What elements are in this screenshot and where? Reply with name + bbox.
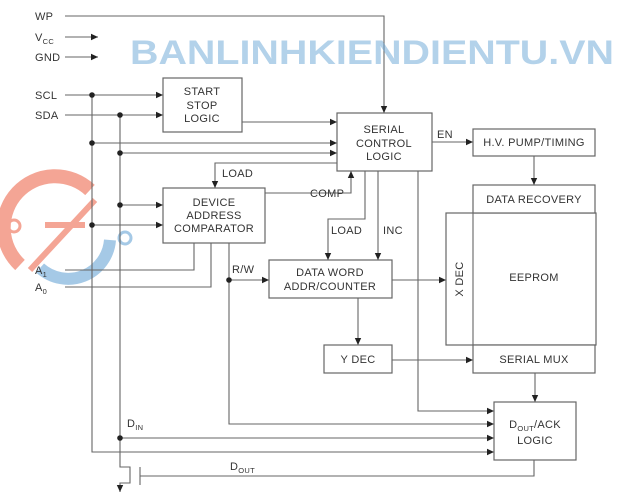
wire-serial-to-dout bbox=[417, 171, 494, 415]
wire-sda-bus bbox=[116, 115, 131, 492]
block-label: CONTROL bbox=[356, 138, 412, 150]
block-eeprom-array: X DEC EEPROM bbox=[445, 212, 597, 346]
wire-comp bbox=[265, 171, 355, 194]
block-label: SERIAL bbox=[364, 124, 405, 136]
pin-a0: A0 bbox=[35, 282, 47, 296]
block-label: DATA WORD bbox=[296, 267, 364, 279]
block-label: ADDR/COUNTER bbox=[284, 281, 376, 293]
pin-wp: WP bbox=[35, 11, 53, 23]
junction-dots bbox=[89, 92, 232, 441]
watermark-logo bbox=[0, 169, 133, 285]
block-label: COMPARATOR bbox=[174, 223, 254, 235]
wire-a1 bbox=[65, 243, 195, 271]
block-data-word-addr-counter: DATA WORD ADDR/COUNTER bbox=[268, 259, 393, 299]
wire-load bbox=[324, 171, 366, 260]
signal-rw: R/W bbox=[232, 264, 255, 276]
block-label: LOGIC bbox=[517, 435, 553, 447]
wires bbox=[65, 15, 539, 492]
pin-sda: SDA bbox=[35, 110, 59, 122]
block-label: DEVICE bbox=[193, 197, 236, 209]
block-y-dec: Y DEC bbox=[323, 344, 393, 374]
block-label: STOP bbox=[187, 100, 218, 112]
pin-a1: A1 bbox=[35, 265, 47, 279]
xdec-label: X DEC bbox=[454, 261, 466, 296]
block-label: LOGIC bbox=[366, 151, 402, 163]
watermark-text: BANLINHKIENDIENTU.VN bbox=[130, 34, 614, 72]
wire-scl-bus bbox=[91, 95, 494, 456]
signal-en: EN bbox=[437, 129, 453, 141]
block-serial-control-logic: SERIAL CONTROL LOGIC bbox=[336, 112, 433, 172]
signal-inc: INC bbox=[383, 225, 403, 237]
block-dout-ack-logic: DOUT/ACK LOGIC bbox=[493, 401, 577, 461]
block-serial-mux: SERIAL MUX bbox=[472, 344, 596, 374]
signal-dout: DOUT bbox=[230, 461, 255, 475]
signal-din: DIN bbox=[127, 418, 143, 432]
block-label: DATA RECOVERY bbox=[486, 194, 582, 206]
block-label: ADDRESS bbox=[186, 210, 241, 222]
signal-labels: LOAD COMP EN LOAD INC R/W DIN DOUT bbox=[127, 129, 453, 475]
block-start-stop-logic: START STOP LOGIC bbox=[162, 77, 243, 133]
signal-load: LOAD bbox=[331, 225, 362, 237]
signal-load-top: LOAD bbox=[222, 168, 253, 180]
wire-load-top bbox=[211, 162, 337, 188]
wire-a0 bbox=[65, 243, 212, 288]
signal-comp: COMP bbox=[310, 188, 344, 200]
wire-wp bbox=[65, 15, 388, 113]
block-data-recovery: DATA RECOVERY bbox=[472, 184, 596, 214]
pin-gnd: GND bbox=[35, 52, 60, 64]
pin-labels: WP VCC GND SCL SDA A1 A0 bbox=[35, 11, 60, 296]
block-label: H.V. PUMP/TIMING bbox=[483, 137, 585, 149]
block-device-address-comparator: DEVICE ADDRESS COMPARATOR bbox=[162, 187, 266, 244]
wire-dout bbox=[140, 460, 535, 477]
pin-scl: SCL bbox=[35, 90, 57, 102]
block-label: LOGIC bbox=[184, 113, 220, 125]
block-label: DOUT/ACK bbox=[509, 419, 561, 433]
block-label: SERIAL MUX bbox=[499, 354, 569, 366]
wire-rw-to-dout bbox=[228, 243, 494, 428]
block-label: START bbox=[184, 86, 221, 98]
pin-vcc: VCC bbox=[35, 32, 54, 46]
eeprom-label: EEPROM bbox=[509, 272, 558, 284]
block-label: Y DEC bbox=[341, 354, 376, 366]
block-hv-pump-timing: H.V. PUMP/TIMING bbox=[472, 128, 596, 157]
